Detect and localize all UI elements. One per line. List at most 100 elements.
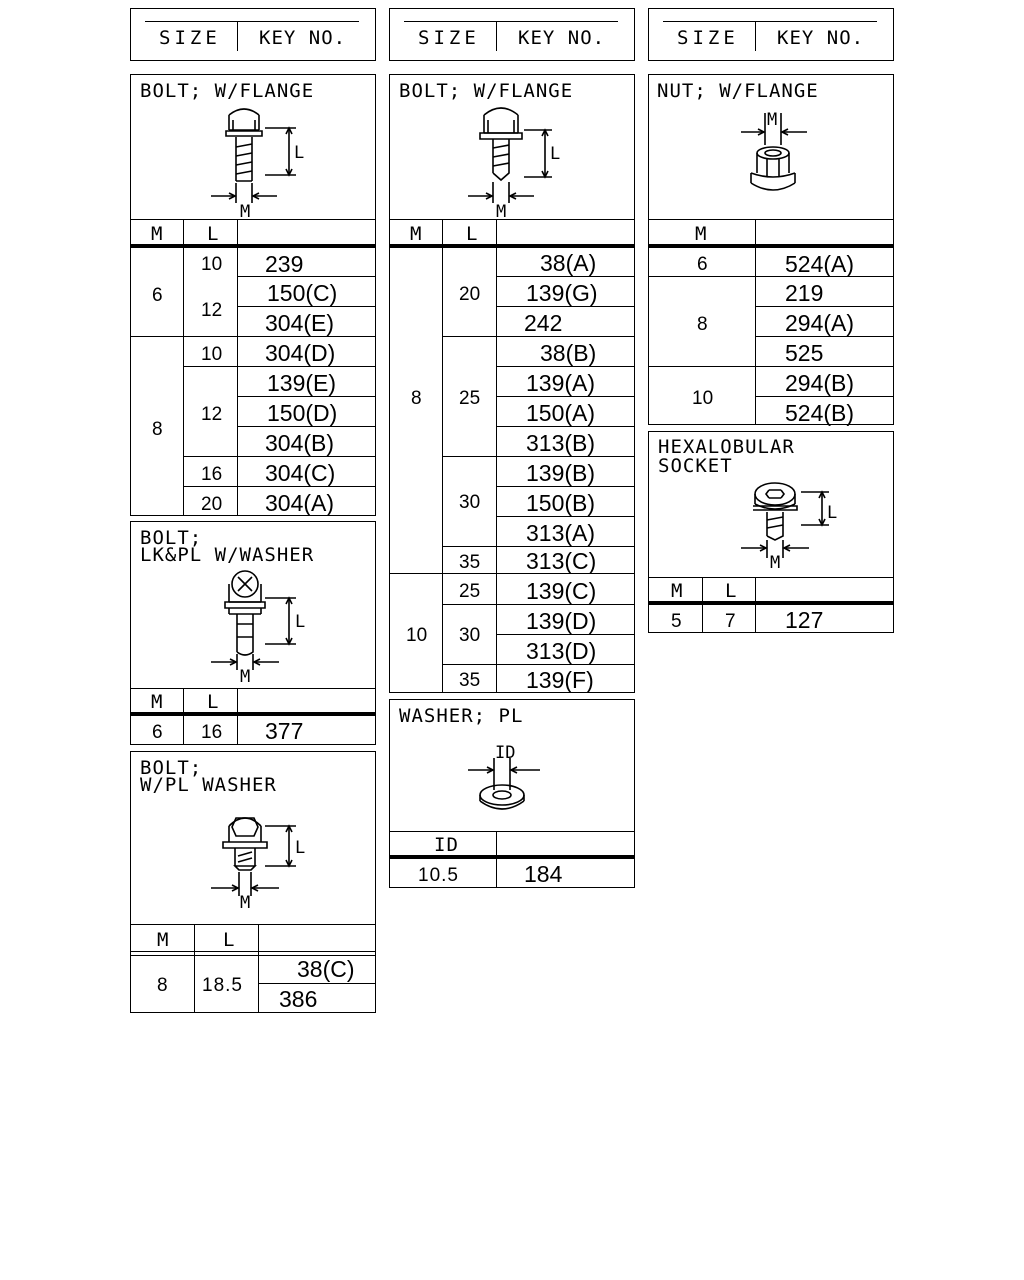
dim-l-label: L [827, 503, 837, 523]
cell-m: 6 [152, 285, 163, 306]
row-line [649, 276, 893, 277]
dim-l-label: L [294, 143, 304, 163]
panel-title: WASHER; PL [399, 705, 524, 727]
cell-l: 35 [459, 552, 481, 573]
col-divider [442, 219, 443, 692]
panel-title: NUT; W/FLANGE [657, 80, 819, 102]
table-header-line [131, 244, 375, 248]
column-m: M [671, 580, 684, 602]
column-l: L [207, 223, 220, 245]
row-line [496, 634, 634, 635]
washer-icon: ID [468, 743, 540, 810]
col-divider [755, 219, 756, 424]
panel-bolt-lkpl: BOLT; LK&PL W/WASHER L M M L 6 16 377 [130, 521, 376, 745]
column-l: L [466, 223, 479, 245]
cell-key: 139(A) [526, 370, 596, 396]
cell-key: 127 [785, 607, 824, 633]
column-m: M [695, 223, 708, 245]
cell-key: 294(A) [785, 310, 855, 336]
header-col2: SIZE KEY NO. [389, 8, 635, 61]
key-no-label: KEY NO. [518, 27, 606, 49]
row-line [183, 366, 375, 367]
column-id: ID [434, 834, 459, 856]
cell-m: 6 [152, 722, 163, 743]
dim-m-label: M [240, 667, 250, 687]
cell-l: 12 [201, 404, 223, 425]
table-header-line [131, 951, 375, 952]
size-label: SIZE [418, 27, 480, 49]
cell-m: 8 [697, 314, 708, 335]
cell-key: 525 [785, 340, 824, 366]
dim-m-label: M [240, 202, 250, 222]
column-m: M [157, 929, 170, 951]
cell-key: 38(B) [540, 340, 597, 366]
col-divider [702, 577, 703, 632]
cell-key: 294(B) [785, 370, 855, 396]
panel-bolt-flange-a: BOLT; W/FLANGE L M M L 6 8 10 12 10 12 1… [130, 74, 376, 516]
cell-l: 10 [201, 254, 223, 275]
panel-washer-pl: WASHER; PL ID ID 10.5 184 [389, 699, 635, 888]
row-line [183, 486, 375, 487]
cell-l: 18.5 [202, 975, 243, 996]
row-line [496, 396, 634, 397]
table-header-line [390, 855, 634, 859]
row-line [390, 573, 634, 574]
cell-l: 12 [201, 300, 223, 321]
col-divider [755, 577, 756, 632]
flange-bolt-icon: L M [211, 108, 304, 222]
col-divider [183, 688, 184, 744]
cell-id: 10.5 [418, 865, 459, 886]
panel-title-line1: BOLT; [140, 527, 203, 549]
column-l: L [207, 691, 220, 713]
cell-m: 8 [157, 975, 168, 996]
panel-title-line2: W/PL WASHER [140, 774, 277, 796]
column-l: L [725, 580, 738, 602]
cell-key: 139(C) [526, 578, 597, 604]
dim-m-label: M [770, 553, 780, 573]
panel-nut-flange: NUT; W/FLANGE M M 6 8 10 524(A) 219 294(… [648, 74, 894, 425]
cell-key: 313(B) [526, 430, 596, 456]
cell-key: 242 [524, 310, 563, 336]
table-top-line [390, 831, 634, 832]
cell-key: 304(D) [265, 340, 336, 366]
row-line [496, 366, 634, 367]
col-divider [194, 924, 195, 1012]
cell-key: 304(C) [265, 460, 336, 486]
col-divider [183, 219, 184, 516]
col-divider [237, 219, 238, 516]
header-col3: SIZE KEY NO. [648, 8, 894, 61]
torx-screw-icon: L M [741, 482, 837, 573]
row-line [496, 276, 634, 277]
panel-title-line1: BOLT; [140, 757, 203, 779]
cell-l: 16 [201, 464, 223, 485]
cell-l: 20 [459, 284, 481, 305]
table-header-line [131, 955, 375, 956]
row-line [649, 366, 893, 367]
cell-l: 35 [459, 670, 481, 691]
row-line [237, 276, 375, 277]
col-divider [258, 924, 259, 1012]
cell-key: 524(B) [785, 400, 855, 426]
row-line [183, 456, 375, 457]
panel-title-line2: LK&PL W/WASHER [140, 544, 315, 566]
header-line [663, 21, 877, 22]
header-divider [496, 21, 497, 51]
dim-id-label: ID [495, 743, 515, 763]
table-top-line [649, 577, 893, 578]
table-top-line [131, 924, 375, 925]
row-line [755, 306, 893, 307]
cell-l: 25 [459, 581, 481, 602]
cell-key: 304(A) [265, 490, 335, 516]
cell-key: 313(A) [526, 520, 596, 546]
cell-key: 304(E) [265, 310, 335, 336]
cell-key: 139(E) [267, 370, 337, 396]
cell-key: 38(C) [297, 956, 355, 982]
cell-key: 239 [265, 251, 304, 277]
table-header-line [131, 712, 375, 716]
table-header-line [649, 244, 893, 248]
cell-key: 219 [785, 280, 824, 306]
header-divider [755, 21, 756, 51]
row-line [755, 396, 893, 397]
cell-m: 8 [152, 419, 163, 440]
cell-key: 524(A) [785, 251, 855, 277]
